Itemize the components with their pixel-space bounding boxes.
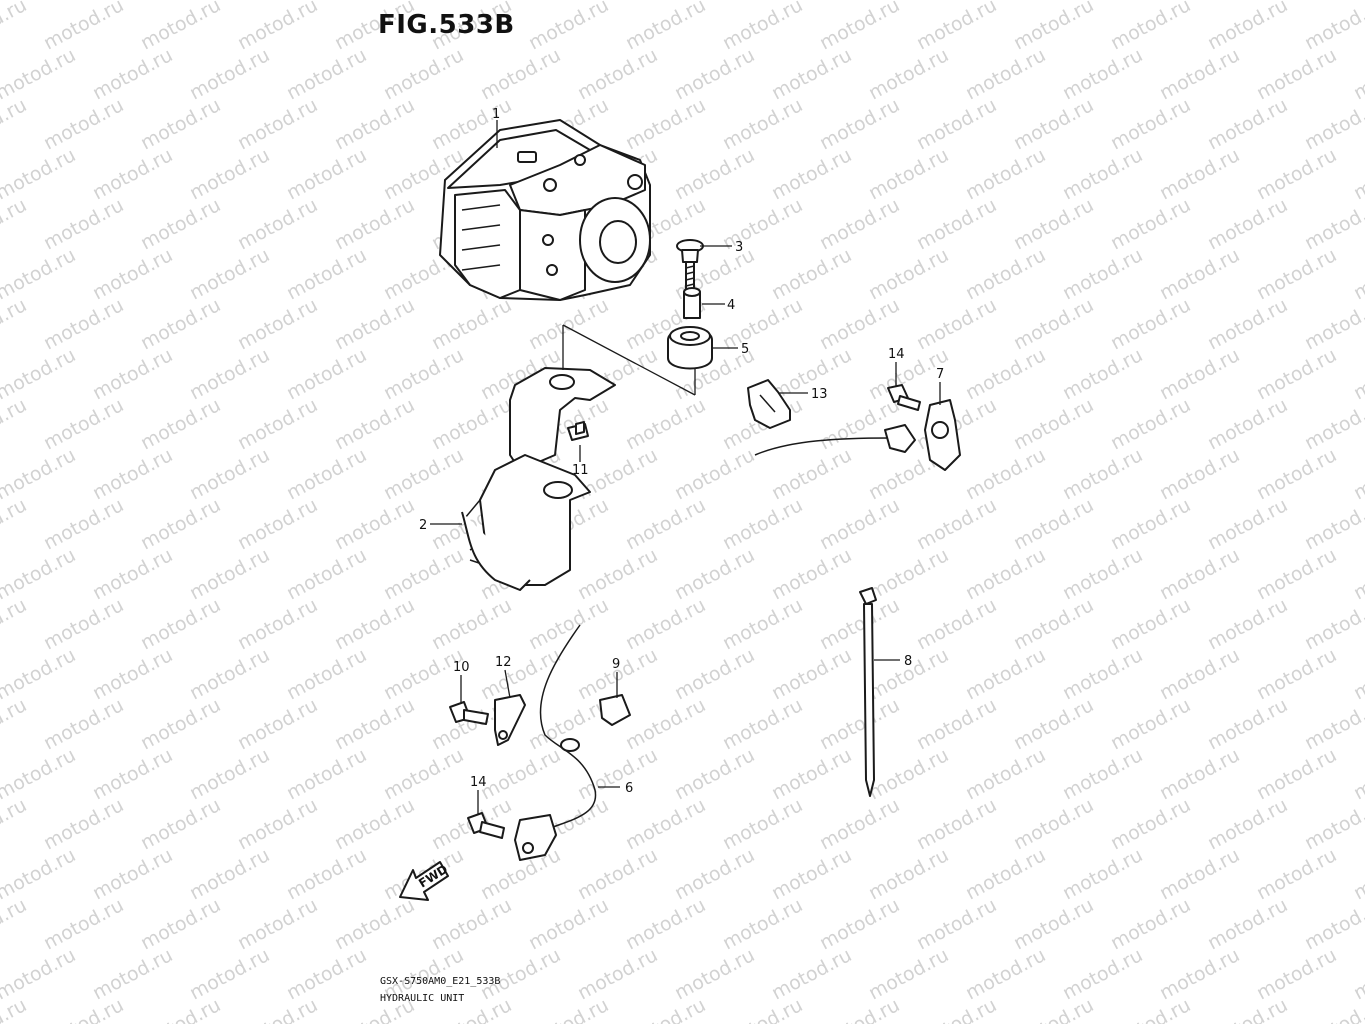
hydraulic-unit[interactable]	[439, 119, 651, 301]
callout-10: 10	[453, 660, 470, 675]
figure-code: GSX-S750AM0_E21_533B	[380, 976, 501, 987]
callout-13: 13	[811, 387, 828, 402]
leader-lines	[430, 120, 941, 815]
collar[interactable]	[683, 287, 701, 319]
cable-tie[interactable]	[859, 587, 877, 797]
callout-4: 4	[727, 298, 735, 313]
callout-6: 6	[625, 781, 633, 796]
callout-12: 12	[495, 655, 512, 670]
front-speed-sensor[interactable]	[754, 399, 961, 471]
sensor-bolt-front[interactable]	[887, 384, 921, 411]
callout-7: 7	[936, 367, 944, 382]
sensor-clamp[interactable]	[747, 379, 791, 429]
fwd-arrow-icon: FWD	[399, 861, 450, 901]
figure-name: HYDRAULIC UNIT	[380, 993, 465, 1004]
callout-14-front: 14	[888, 347, 905, 362]
callout-11: 11	[572, 463, 589, 478]
bolt-lower[interactable]	[449, 701, 489, 725]
bracket[interactable]	[461, 367, 616, 591]
callout-labels: 1 2 3 4 5 6 7 8 9 10 11 12 13 14 14	[419, 107, 944, 796]
flange-bolt[interactable]	[676, 239, 704, 291]
callout-1: 1	[492, 107, 500, 122]
stud-bolt[interactable]	[567, 421, 589, 441]
callout-9: 9	[612, 657, 620, 672]
callout-3: 3	[735, 240, 743, 255]
callout-5: 5	[741, 342, 749, 357]
sensor-bolt-rear[interactable]	[467, 812, 505, 839]
figure-title: FIG.533B	[378, 10, 515, 40]
callout-2: 2	[419, 518, 427, 533]
grommet[interactable]	[667, 326, 713, 370]
harness-clamp[interactable]	[494, 694, 526, 746]
harness-clip[interactable]	[599, 694, 631, 726]
callout-8: 8	[904, 654, 912, 669]
figure-footer: GSX-S750AM0_E21_533B HYDRAULIC UNIT	[380, 973, 500, 1007]
rear-speed-sensor[interactable]	[514, 624, 597, 861]
callout-14-rear: 14	[470, 775, 487, 790]
